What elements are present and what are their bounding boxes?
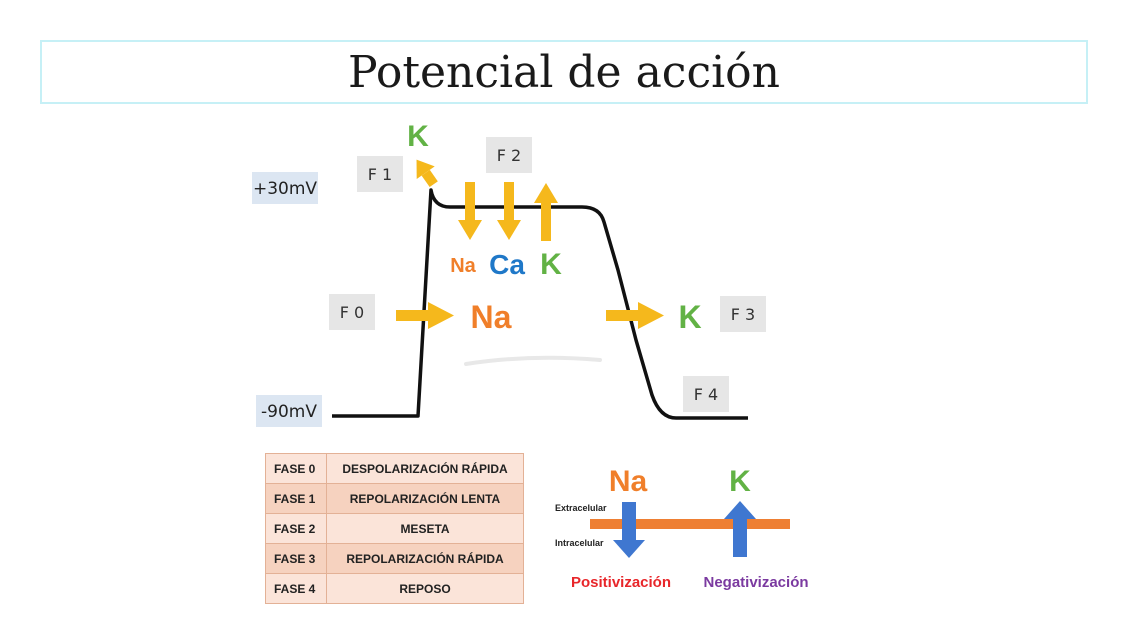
voltage-top-label: +30mV bbox=[253, 179, 317, 199]
intracelular-label: Intracelular bbox=[555, 538, 604, 548]
description-cell: REPOSO bbox=[326, 573, 524, 604]
description-cell: MESETA bbox=[326, 513, 524, 544]
title-box: Potencial de acción bbox=[40, 40, 1088, 104]
membrane-k-up-arrow-icon bbox=[724, 501, 756, 557]
f2-na-arrow-icon bbox=[458, 182, 482, 240]
phase-tag-f3-label: F 3 bbox=[731, 305, 755, 324]
f1-k-ion: K bbox=[407, 120, 429, 153]
action-potential-curve bbox=[332, 188, 748, 420]
phase-tag-f4-label: F 4 bbox=[694, 385, 718, 404]
negativizacion-label: Negativización bbox=[703, 574, 808, 591]
membrane-na-down-arrow-icon bbox=[613, 502, 645, 558]
voltage-top-bg bbox=[252, 172, 318, 204]
faint-smudge bbox=[464, 355, 602, 366]
f2-ca-ion: Ca bbox=[489, 249, 525, 280]
table-row: FASE 0 DESPOLARIZACIÓN RÁPIDA bbox=[265, 453, 524, 484]
phase-tag-f3 bbox=[720, 296, 766, 332]
positivizacion-label: Positivización bbox=[571, 574, 671, 591]
phase-cell: FASE 0 bbox=[265, 453, 327, 484]
description-cell: DESPOLARIZACIÓN RÁPIDA bbox=[326, 453, 524, 484]
phase-cell: FASE 4 bbox=[265, 573, 327, 604]
voltage-bottom-label: -90mV bbox=[261, 402, 317, 422]
phase-tag-f0-label: F 0 bbox=[340, 303, 364, 322]
f3-k-arrow-icon bbox=[606, 302, 664, 329]
phase-cell: FASE 2 bbox=[265, 513, 327, 544]
membrane-bar bbox=[590, 519, 790, 529]
page-title: Potencial de acción bbox=[348, 46, 780, 98]
phase-tag-f1 bbox=[357, 156, 403, 192]
membrane-k-label: K bbox=[729, 465, 751, 498]
phase-tag-f2 bbox=[486, 137, 532, 173]
description-cell: REPOLARIZACIÓN RÁPIDA bbox=[326, 543, 524, 574]
phase-tag-f4 bbox=[683, 376, 729, 412]
table-row: FASE 2 MESETA bbox=[265, 513, 524, 544]
table-row: FASE 1 REPOLARIZACIÓN LENTA bbox=[265, 483, 524, 514]
voltage-bottom-bg bbox=[256, 395, 322, 427]
membrane-na-label: Na bbox=[609, 465, 648, 498]
f3-k-ion: K bbox=[678, 299, 701, 335]
f0-na-arrow-icon bbox=[396, 302, 454, 329]
f2-na-ion: Na bbox=[450, 255, 476, 277]
phase-cell: FASE 3 bbox=[265, 543, 327, 574]
f2-k-arrow-icon bbox=[534, 183, 558, 241]
f1-k-arrow-icon bbox=[416, 159, 438, 188]
table-row: FASE 3 REPOLARIZACIÓN RÁPIDA bbox=[265, 543, 524, 574]
f2-ca-arrow-icon bbox=[497, 182, 521, 240]
phase-cell: FASE 1 bbox=[265, 483, 327, 514]
description-cell: REPOLARIZACIÓN LENTA bbox=[326, 483, 524, 514]
f2-k-ion: K bbox=[540, 248, 562, 281]
extracelular-label: Extracelular bbox=[555, 503, 607, 513]
f0-na-ion: Na bbox=[471, 299, 512, 335]
phase-tag-f0 bbox=[329, 294, 375, 330]
phase-table: FASE 0 DESPOLARIZACIÓN RÁPIDA FASE 1 REP… bbox=[265, 453, 524, 604]
phase-tag-f2-label: F 2 bbox=[497, 146, 521, 165]
table-row: FASE 4 REPOSO bbox=[265, 573, 524, 604]
phase-tag-f1-label: F 1 bbox=[368, 165, 392, 184]
